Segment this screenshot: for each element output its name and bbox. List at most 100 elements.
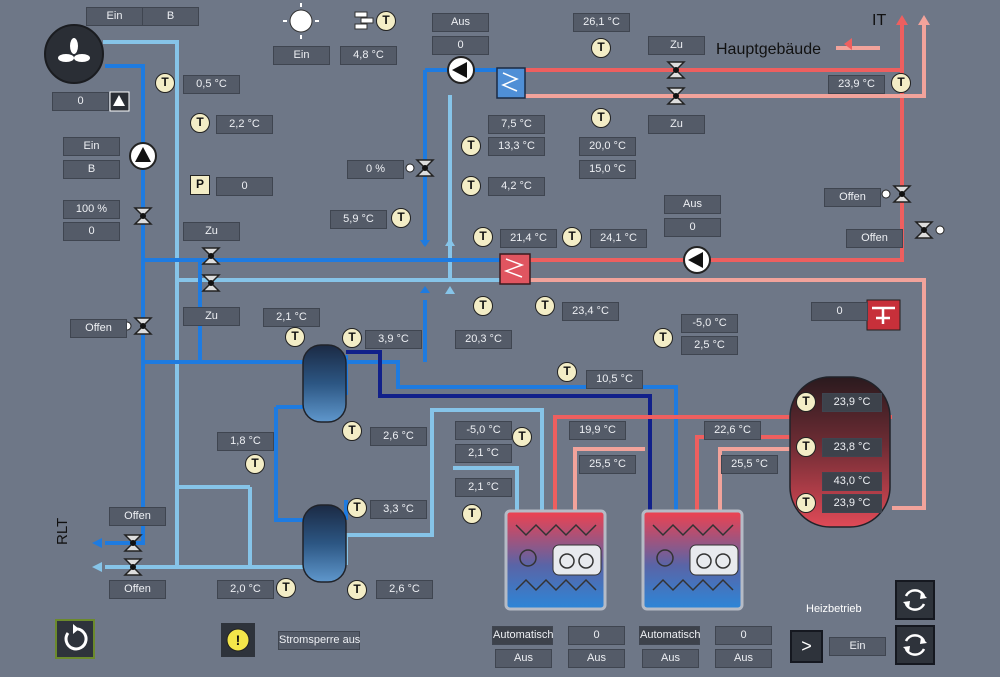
tank-top-right-temp: 3,9 °C [365,330,422,349]
mid-return-temp: 20,3 °C [455,330,512,349]
hp1-state-2: Aus [568,649,625,668]
thermometer-icon: T [591,38,611,58]
thermometer-icon: T [796,392,816,412]
rlt-mixing-valve[interactable] [133,206,153,226]
right-valve-upper-label: Offen [824,188,881,207]
alarm-icon[interactable] [221,623,255,657]
rlt-pump-state: Ein [63,137,120,156]
heizbetrieb-swap-button[interactable] [895,580,935,620]
thermometer-icon: T [376,11,396,31]
frost-icon [110,92,129,111]
upper-zu-valve[interactable] [201,246,221,266]
it-return-temp-1: 20,0 °C [579,137,636,156]
thermometer-icon: T [653,328,673,348]
it-return-temp-2: 15,0 °C [579,160,636,179]
hp1-value: 0 [568,626,625,645]
right-valve-lower-label: Offen [846,229,903,248]
mid-pump-icon[interactable] [684,247,710,273]
it-pump-icon[interactable] [448,57,474,83]
hp1-supply-temp-1: -5,0 °C [455,421,512,440]
it-valve-top-label: Zu [648,36,705,55]
rlt-valve-bottom-label: Offen [109,580,166,599]
it-valve-top[interactable] [666,60,686,80]
left-offen-valve-label: Offen [70,319,127,338]
lower-tank-left-temp: 1,8 °C [217,432,274,451]
hp1-temp-a: 19,9 °C [569,421,626,440]
thermometer-icon: T [190,113,210,133]
thermometer-icon: T [462,504,482,524]
it-valve-bottom[interactable] [666,86,686,106]
thermometer-icon: T [347,498,367,518]
hp1-state: Aus [495,649,552,668]
sun-icon [283,3,319,39]
thermometer-icon: T [591,108,611,128]
hot-tank-temp-3: 43,0 °C [822,472,882,491]
mixing-temp-2: 13,3 °C [488,137,545,156]
rlt-valve-top[interactable] [123,533,143,553]
thermometer-icon: T [342,328,362,348]
swap-icon [903,634,927,656]
tank-top-left-temp: 2,1 °C [263,308,320,327]
navy-pipe-temp: 10,5 °C [586,370,643,389]
refresh-button[interactable] [55,619,95,659]
fan-icon[interactable] [45,25,103,83]
left-offen-valve[interactable] [133,316,153,336]
building-label: Hauptgebäude [716,41,821,58]
hp2-temp-a: 22,6 °C [704,421,761,440]
thermometer-icon: T [796,493,816,513]
mode-swap-button[interactable] [895,625,935,665]
frost-value: 0 [52,92,109,111]
hp-right-temp-2: 2,5 °C [681,336,738,355]
refresh-icon [64,624,88,651]
right-valve-upper[interactable] [892,184,912,204]
hp2-state: Aus [642,649,699,668]
hot-tank-temp-2: 23,8 °C [822,438,882,457]
lower-zu-valve-label: Zu [183,307,240,326]
thermometer-icon: T [276,578,296,598]
heater-icon[interactable] [867,300,900,330]
rlt-valve-bottom[interactable] [123,557,143,577]
hp2-temp-b: 25,5 °C [721,455,778,474]
thermometer-icon: T [391,208,411,228]
heizbetrieb-value: Ein [829,637,886,656]
it-label: IT [872,12,887,29]
mid-pump-value: 0 [664,218,721,237]
thermometer-icon: T [512,427,532,447]
it-right-temp: 23,9 °C [828,75,885,94]
pump-icon[interactable] [130,143,156,169]
thermometer-icon: T [562,227,582,247]
thermometer-icon: T [461,176,481,196]
lower-zu-valve[interactable] [201,273,221,293]
it-pump-state: Aus [432,13,489,32]
thermometer-icon: T [342,421,362,441]
tank-bottom-right-temp: 2,6 °C [370,427,427,446]
thermometer-icon: T [155,73,175,93]
heat-pump-1[interactable] [506,511,605,609]
heat-pump-2[interactable] [643,511,742,609]
heater-value: 0 [811,302,868,321]
thermometer-icon: T [473,227,493,247]
right-valve-lower[interactable] [914,220,934,240]
pressure-value: 0 [216,177,273,196]
it-pump-value: 0 [432,36,489,55]
hp1-supply-temp-2: 2,1 °C [455,444,512,463]
mid-hx-temp-right: 24,1 °C [590,229,647,248]
mixing-valve-position: 0 % [347,160,404,179]
pressure-icon: P [190,175,210,195]
mixing-temp-1: 7,5 °C [488,115,545,134]
fan-mode: B [142,7,199,26]
upper-zu-valve-label: Zu [183,222,240,241]
thermometer-icon: T [891,73,911,93]
lower-cold-tank [303,505,346,582]
next-button[interactable]: > [790,630,823,663]
hp1-mode[interactable]: Automatisch [492,626,554,645]
hp2-mode[interactable]: Automatisch [639,626,701,645]
thermometer-icon: T [557,362,577,382]
hot-tank-temp-1: 23,9 °C [822,393,882,412]
swap-icon [903,589,927,611]
mixing-valve[interactable] [415,158,435,178]
hp1-temp-b: 25,5 °C [579,455,636,474]
thermometer-icon: T [535,296,555,316]
rlt-label: RLT [54,517,71,545]
thermometer-icon: T [245,454,265,474]
